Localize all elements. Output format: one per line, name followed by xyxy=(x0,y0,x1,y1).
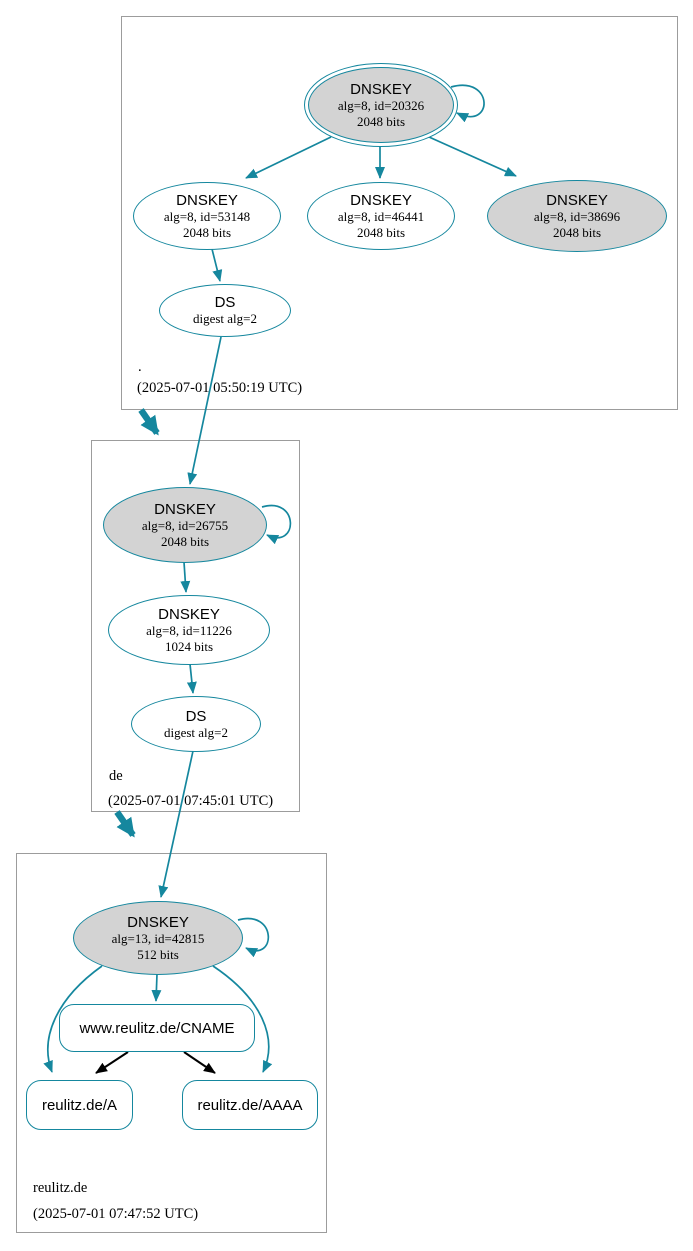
node-title: DNSKEY xyxy=(127,913,189,931)
node-alg-id: alg=8, id=46441 xyxy=(337,209,425,225)
dnskey-42815-node: DNSKEY alg=13, id=42815 512 bits xyxy=(73,901,243,975)
node-title: DNSKEY xyxy=(350,191,412,209)
node-bits: 2048 bits xyxy=(356,113,406,129)
rrset-www-reulitz-de-cname-node: www.reulitz.de/CNAME xyxy=(59,1004,255,1052)
rrset-reulitz-de-aaaa-node: reulitz.de/AAAA xyxy=(182,1080,318,1130)
node-bits: 2048 bits xyxy=(356,224,406,240)
node-title: DS xyxy=(185,707,207,725)
node-title: DNSKEY xyxy=(154,500,216,518)
zone-box-de: de (2025-07-01 07:45:01 UTC) DNSKEY alg=… xyxy=(91,440,300,812)
rrset-label: www.reulitz.de/CNAME xyxy=(79,1019,235,1037)
node-digest-alg: digest alg=2 xyxy=(163,724,229,740)
dnskey-ksk-20326-inner: DNSKEY alg=8, id=20326 2048 bits xyxy=(308,67,454,143)
dnskey-ksk-20326-node: DNSKEY alg=8, id=20326 2048 bits xyxy=(304,63,458,147)
node-title: DNSKEY xyxy=(350,80,412,98)
zone-name-de: de xyxy=(109,768,123,784)
node-bits: 2048 bits xyxy=(160,533,210,549)
zone-box-root: . (2025-07-01 05:50:19 UTC) DNSKEY alg=8… xyxy=(121,16,678,410)
node-alg-id: alg=8, id=53148 xyxy=(163,209,251,225)
node-bits: 512 bits xyxy=(137,946,179,962)
node-title: DS xyxy=(214,294,236,312)
node-alg-id: alg=8, id=38696 xyxy=(533,209,621,225)
zone-timestamp-reulitz-de: (2025-07-01 07:47:52 UTC) xyxy=(33,1206,199,1222)
node-alg-id: alg=8, id=26755 xyxy=(141,518,229,534)
node-title: DNSKEY xyxy=(546,191,608,209)
node-bits: 2048 bits xyxy=(182,224,232,240)
node-alg-id: alg=8, id=20326 xyxy=(337,98,425,114)
dnskey-11226-node: DNSKEY alg=8, id=11226 1024 bits xyxy=(108,595,270,665)
dnskey-53148-node: DNSKEY alg=8, id=53148 2048 bits xyxy=(133,182,281,250)
node-digest-alg: digest alg=2 xyxy=(192,311,258,327)
node-bits: 1024 bits xyxy=(164,638,214,654)
rrset-label: reulitz.de/A xyxy=(41,1096,118,1114)
edge-zone-de-to-reulitz xyxy=(114,810,136,838)
node-bits: 2048 bits xyxy=(552,224,602,240)
zone-name-root: . xyxy=(138,359,142,375)
ds-root-node: DS digest alg=2 xyxy=(159,284,291,337)
edge-zone-root-to-de xyxy=(138,408,160,436)
dnskey-38696-node: DNSKEY alg=8, id=38696 2048 bits xyxy=(487,180,667,252)
dnskey-46441-node: DNSKEY alg=8, id=46441 2048 bits xyxy=(307,182,455,250)
node-title: DNSKEY xyxy=(158,605,220,623)
dnskey-26755-node: DNSKEY alg=8, id=26755 2048 bits xyxy=(103,487,267,563)
zone-timestamp-root: (2025-07-01 05:50:19 UTC) xyxy=(137,380,303,396)
node-alg-id: alg=8, id=11226 xyxy=(146,623,232,639)
zone-timestamp-de: (2025-07-01 07:45:01 UTC) xyxy=(108,793,274,809)
node-title: DNSKEY xyxy=(176,191,238,209)
zone-name-reulitz-de: reulitz.de xyxy=(33,1180,88,1196)
rrset-reulitz-de-a-node: reulitz.de/A xyxy=(26,1080,133,1130)
ds-de-node: DS digest alg=2 xyxy=(131,696,261,752)
node-alg-id: alg=13, id=42815 xyxy=(111,931,205,947)
rrset-label: reulitz.de/AAAA xyxy=(197,1096,303,1114)
zone-box-reulitz-de: reulitz.de (2025-07-01 07:47:52 UTC) DNS… xyxy=(16,853,327,1233)
